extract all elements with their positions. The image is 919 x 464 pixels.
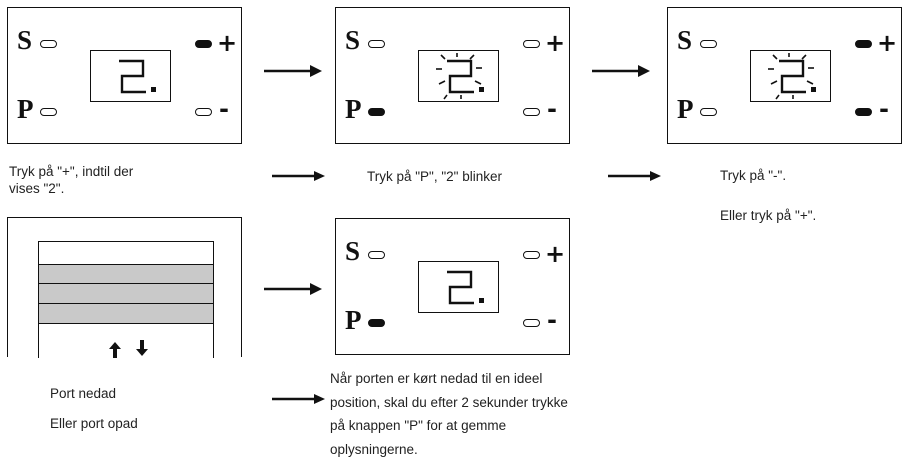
step3-instruction: Tryk på "-". xyxy=(720,168,787,183)
control-panel-2: S P + - xyxy=(335,7,570,144)
arrow-right-icon xyxy=(608,171,661,181)
door-frame xyxy=(38,241,214,358)
p-indicator xyxy=(40,108,57,116)
arrow-right-icon xyxy=(264,283,322,295)
p-label: P xyxy=(345,94,362,124)
door-down-label: Port nedad xyxy=(50,386,117,401)
control-panel-1: S P + - xyxy=(7,7,242,144)
arrow-right-icon xyxy=(592,65,650,77)
p-label: P xyxy=(345,305,362,335)
plus-indicator xyxy=(523,40,540,48)
s-indicator xyxy=(368,40,385,48)
arrow-right-icon xyxy=(272,171,325,181)
plus-sign: + xyxy=(877,29,898,57)
digit-display-blinking xyxy=(750,50,831,102)
minus-sign: - xyxy=(219,95,229,123)
door-up-label: Eller port opad xyxy=(50,416,138,431)
plus-sign: + xyxy=(545,29,566,57)
s-label: S xyxy=(677,25,693,55)
garage-door-panel xyxy=(7,217,242,358)
minus-sign: - xyxy=(879,95,889,123)
step3-alternative: Eller tryk på "+". xyxy=(720,208,817,223)
plus-indicator xyxy=(855,40,872,48)
digit-2-icon xyxy=(447,270,484,305)
minus-indicator xyxy=(523,319,540,327)
arrow-right-icon xyxy=(264,65,322,77)
digit-display-blinking xyxy=(418,50,499,102)
control-panel-4: S P + - xyxy=(335,218,570,355)
door-slat xyxy=(39,284,213,304)
digit-2-icon xyxy=(119,59,156,94)
s-indicator xyxy=(40,40,57,48)
p-indicator xyxy=(368,319,385,327)
p-label: P xyxy=(17,94,34,124)
plus-indicator xyxy=(523,251,540,259)
arrow-up-icon xyxy=(109,342,121,358)
final-line3: på knappen "P" for at gemme xyxy=(330,418,507,433)
s-indicator xyxy=(368,251,385,259)
final-line1: Når porten er kørt nedad til en ideel xyxy=(330,371,543,386)
p-indicator xyxy=(700,108,717,116)
s-label: S xyxy=(17,25,33,55)
s-label: S xyxy=(345,25,361,55)
digit-display xyxy=(418,261,499,313)
final-line4: oplysningerne. xyxy=(330,441,418,457)
minus-sign: - xyxy=(547,306,557,334)
plus-sign: + xyxy=(545,240,566,268)
s-label: S xyxy=(345,236,361,266)
arrow-right-icon xyxy=(272,394,325,404)
plus-sign: + xyxy=(217,29,238,57)
final-instruction: Når porten er kørt nedad til en ideel po… xyxy=(330,367,568,461)
p-label: P xyxy=(677,94,694,124)
plus-indicator xyxy=(195,40,212,48)
arrow-down-icon xyxy=(136,340,148,356)
minus-sign: - xyxy=(547,95,557,123)
minus-indicator xyxy=(195,108,212,116)
digit-2-blink-icon xyxy=(436,53,484,100)
step1-line2: vises "2". xyxy=(9,181,65,196)
final-line2: position, skal du efter 2 sekunder trykk… xyxy=(330,394,568,410)
p-indicator xyxy=(368,108,385,116)
digit-2-blink-icon xyxy=(768,53,816,100)
minus-indicator xyxy=(523,108,540,116)
control-panel-3: S P + - xyxy=(667,7,902,144)
step1-instruction: Tryk på "+", indtil der vises "2". xyxy=(9,163,133,197)
door-slat xyxy=(39,264,213,284)
door-slat xyxy=(39,304,213,324)
step1-line1: Tryk på "+", indtil der xyxy=(9,164,134,179)
digit-display xyxy=(90,50,171,102)
minus-indicator xyxy=(855,108,872,116)
step2-instruction: Tryk på "P", "2" blinker xyxy=(367,169,502,184)
s-indicator xyxy=(700,40,717,48)
